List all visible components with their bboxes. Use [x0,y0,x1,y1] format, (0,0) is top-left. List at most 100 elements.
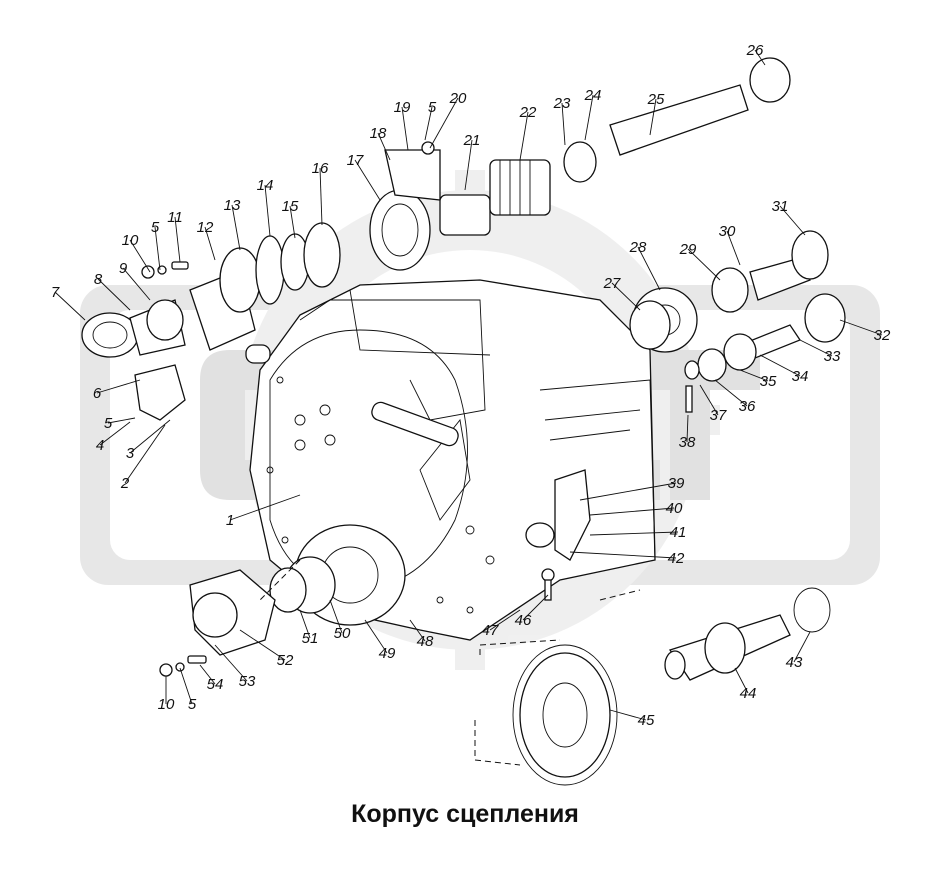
leader-line-25 [649,98,657,136]
callout-23: 23 [553,95,571,112]
leader-line-3 [129,419,171,454]
leader-line-9 [122,267,151,301]
leader-line-29 [687,248,721,281]
callout-40: 40 [666,500,683,517]
leader-line-30 [726,230,741,266]
leader-line-36 [714,379,748,407]
leader-line-8 [97,278,131,311]
leader-line-1 [229,494,301,521]
callout-5: 5 [188,696,197,713]
callout-2: 2 [120,475,130,492]
leader-line-2 [124,424,166,484]
callout-11: 11 [167,209,183,226]
callout-28: 28 [629,239,647,256]
leader-line-7 [54,291,86,321]
leader-line-40 [589,507,675,516]
callout-51: 51 [302,630,319,647]
callout-52: 52 [277,652,294,669]
leader-line-18 [377,132,391,161]
leader-line-22 [519,111,529,161]
callout-32: 32 [874,327,891,344]
leader-line-39 [579,482,677,501]
callout-17: 17 [347,152,364,169]
callout-16: 16 [312,160,329,177]
callout-9: 9 [119,260,128,277]
leader-line-53 [214,644,248,682]
leader-line-5 [154,226,161,271]
leader-line-35 [739,369,769,382]
leader-line-50 [329,599,343,634]
callout-42: 42 [668,550,685,567]
callout-5: 5 [104,415,113,432]
leader-line-16 [319,167,323,226]
diagram-caption: Корпус сцепления [351,800,579,828]
leader-line-51 [299,609,311,639]
callout-5: 5 [151,219,160,236]
input-shaft-assembly [369,57,791,271]
leader-line-17 [354,159,381,201]
leader-line-48 [409,619,426,642]
callout-50: 50 [334,625,351,642]
leader-line-26 [754,49,766,66]
callout-49: 49 [379,645,396,662]
callout-6: 6 [93,385,102,402]
callout-31: 31 [772,198,789,215]
callout-26: 26 [746,42,764,59]
callout-35: 35 [760,373,777,390]
callout-5: 5 [428,99,437,116]
leader-line-41 [589,531,679,536]
callout-48: 48 [417,633,434,650]
callout-7: 7 [51,284,60,301]
callout-47: 47 [482,622,499,639]
callout-18: 18 [370,125,387,142]
lower-assembly [159,469,641,766]
leader-line-45 [609,709,647,721]
callout-19: 19 [394,99,411,116]
callout-24: 24 [584,87,602,104]
release-assembly [81,222,341,421]
leader-line-52 [239,629,286,661]
leader-line-21 [464,139,473,191]
callout-21: 21 [463,132,481,149]
leader-line-15 [289,205,296,239]
leader-line-44 [734,667,749,694]
callout-8: 8 [94,271,103,288]
callout-45: 45 [638,712,655,729]
callout-41: 41 [670,524,687,541]
callout-25: 25 [647,91,665,108]
leader-line-12 [204,226,216,261]
callout-4: 4 [96,437,104,454]
callout-29: 29 [679,241,697,258]
leader-line-27 [611,282,641,311]
leader-line-24 [584,94,594,141]
callout-37: 37 [710,407,727,424]
leader-line-14 [264,184,271,237]
leader-line-28 [637,246,661,291]
callout-39: 39 [668,475,685,492]
leader-line-37 [699,384,719,416]
leader-line-47 [489,609,521,631]
leader-line-42 [569,551,677,559]
leader-line-31 [779,205,806,236]
callout-33: 33 [824,348,841,365]
callout-54: 54 [207,676,224,693]
leader-line-11 [174,216,181,263]
leader-line-5 [179,667,193,705]
callout-30: 30 [719,223,736,240]
callout-34: 34 [792,368,809,385]
callout-13: 13 [224,197,241,214]
leader-line-34 [759,354,801,377]
leader-line-4 [99,421,131,446]
leader-line-10 [129,239,151,273]
leader-line-54 [199,664,216,685]
leader-line-32 [839,319,883,336]
callout-22: 22 [519,104,537,121]
callout-46: 46 [515,612,532,629]
callout-1: 1 [226,512,234,529]
leader-line-33 [799,339,833,357]
callout-38: 38 [679,434,696,451]
callout-3: 3 [126,445,135,462]
